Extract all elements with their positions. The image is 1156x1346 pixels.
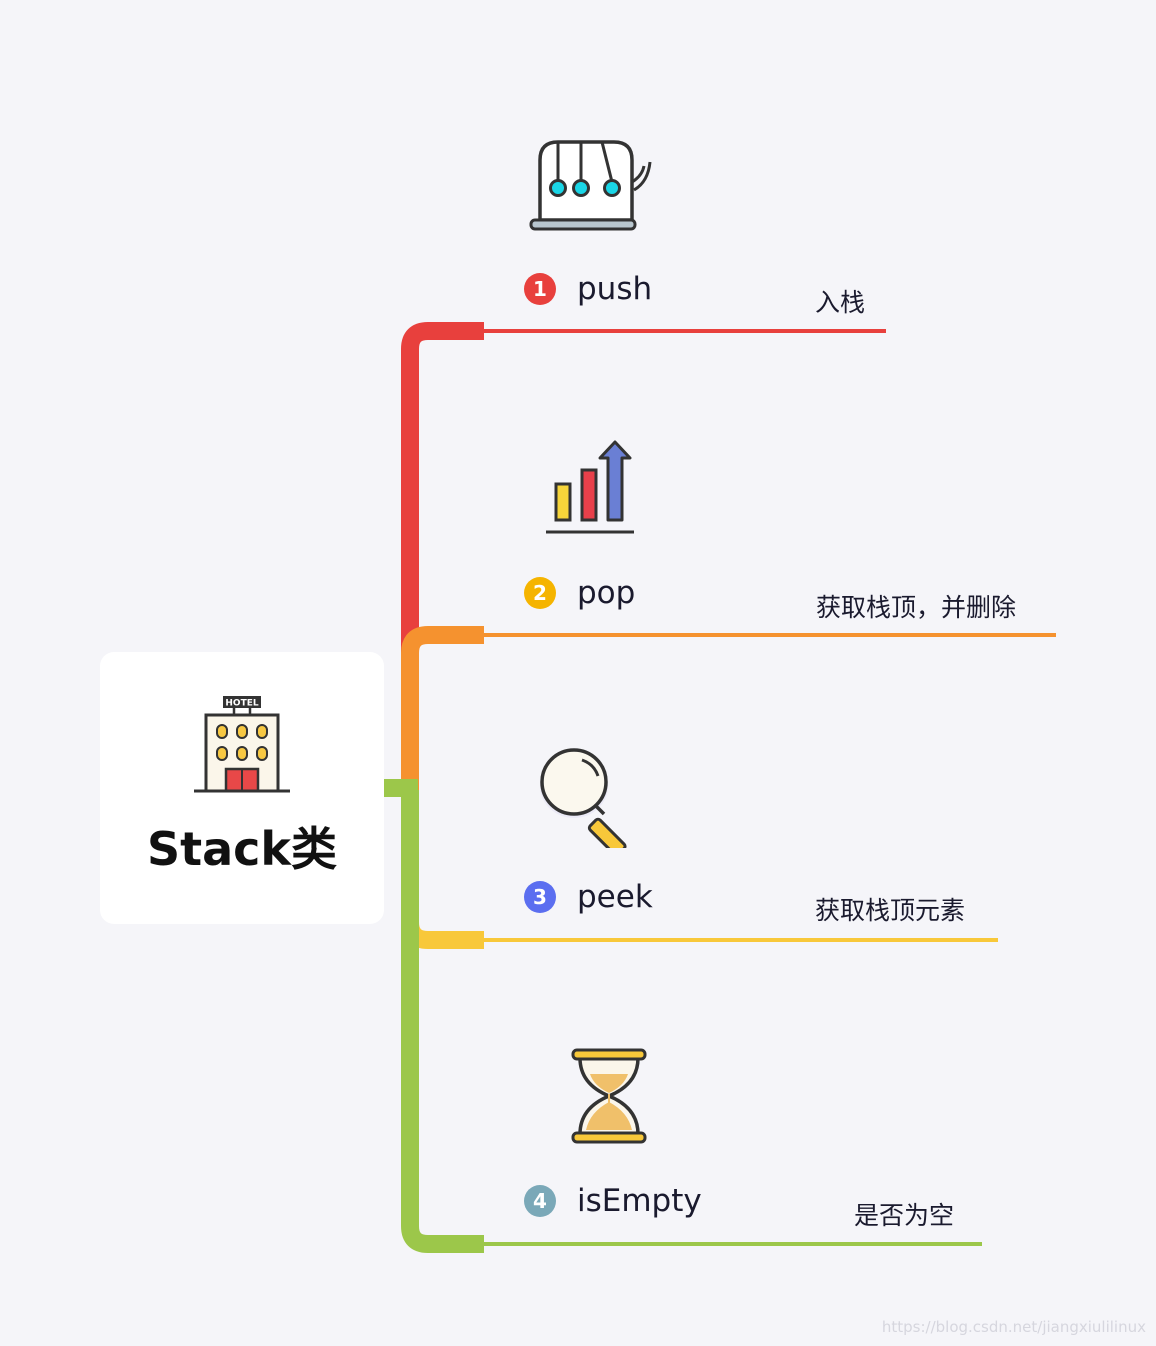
badge-4: 4 [524,1185,556,1217]
connector-push [401,322,484,790]
node-desc-pop: 获取栈顶，并删除 [816,593,1017,622]
node-desc-isempty: 是否为空 [854,1201,955,1230]
connector-isempty [401,790,484,1253]
node-desc-peek: 获取栈顶元素 [815,896,966,925]
bar-chart-arrow-icon [544,440,636,540]
hotel-sign-text: HOTEL [225,699,258,709]
connector-pop [401,626,484,790]
node-label-peek[interactable]: peek [577,879,653,915]
node-desc-push: 入栈 [815,288,866,317]
badge-1: 1 [524,273,556,305]
node-label-pop[interactable]: pop [577,575,636,611]
hotel-icon: HOTEL [192,694,292,798]
newtons-cradle-icon [528,138,654,238]
badge-2: 2 [524,577,556,609]
connector-peek [401,790,484,949]
watermark: https://blog.csdn.net/jiangxiulilinux [881,1318,1146,1336]
hourglass-icon [570,1048,648,1148]
badge-3: 3 [524,881,556,913]
node-label-push[interactable]: push [577,271,653,307]
node-label-isempty[interactable]: isEmpty [577,1183,702,1219]
root-title: Stack类 [146,822,338,876]
magnifying-glass-icon [536,744,640,857]
